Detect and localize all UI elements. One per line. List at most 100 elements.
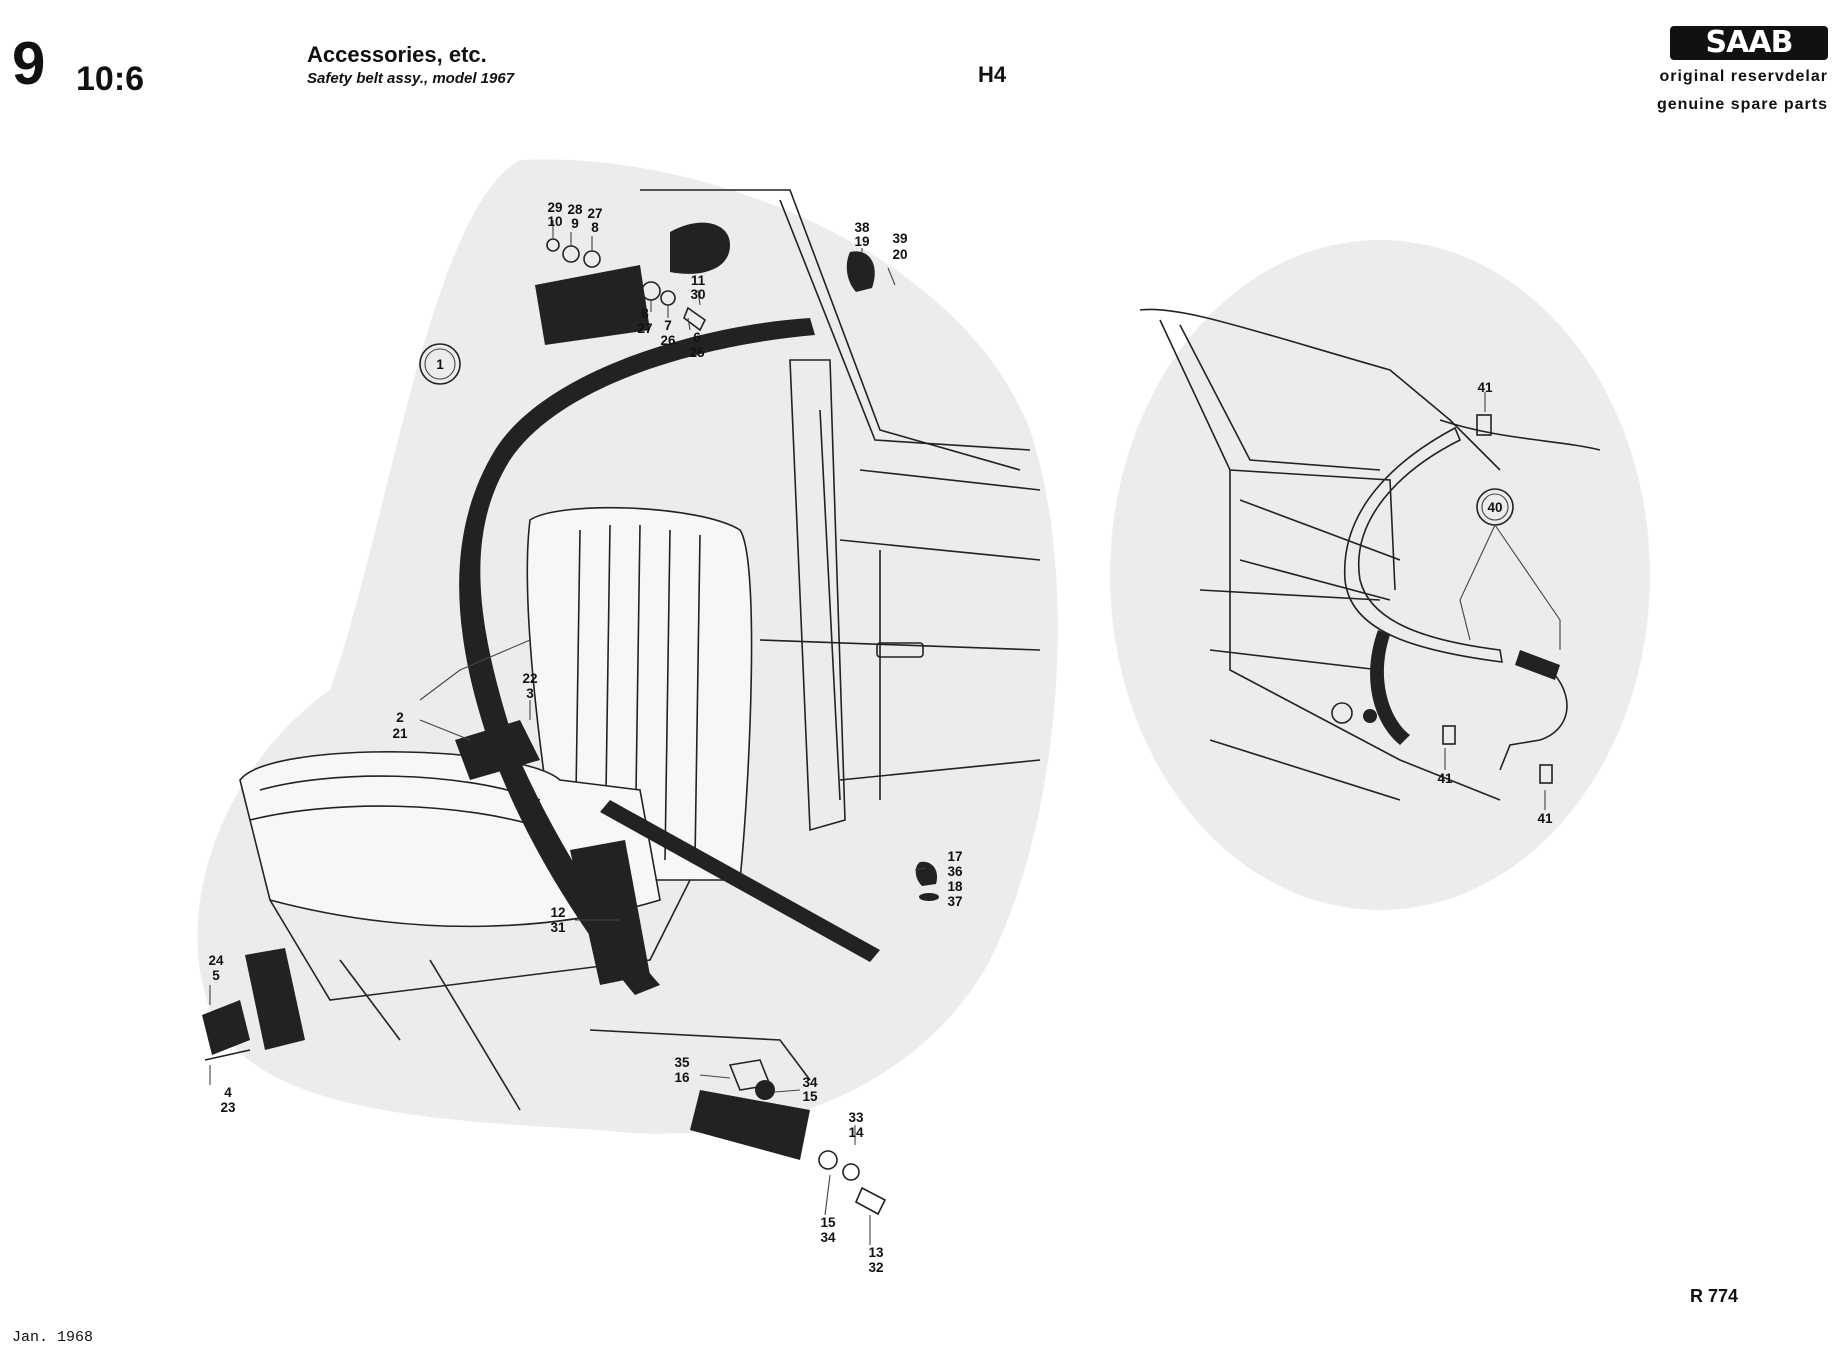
brand-logo: SAAB <box>1670 26 1828 60</box>
pillar-cover <box>846 251 875 292</box>
lap-belt <box>600 800 880 962</box>
floor-anchor-17 <box>915 861 938 886</box>
leader-lines <box>209 220 1546 1245</box>
svg-text:20: 20 <box>892 247 907 262</box>
page-subtitle: Safety belt assy., model 1967 <box>307 70 515 87</box>
svg-text:31: 31 <box>550 920 566 935</box>
page-title: Accessories, etc. <box>307 42 487 67</box>
reference-code: R 774 <box>1690 1286 1739 1306</box>
svg-text:4: 4 <box>224 1085 232 1100</box>
anchor-41-b <box>1442 725 1456 745</box>
seat-strap <box>455 720 540 780</box>
callout-41-c: 41 <box>1537 811 1553 826</box>
washer-15 <box>842 1163 860 1181</box>
svg-text:10: 10 <box>547 214 562 229</box>
svg-text:12: 12 <box>550 905 565 920</box>
view-marker-40-label: 40 <box>1487 500 1502 515</box>
svg-text:35: 35 <box>674 1055 690 1070</box>
callout-top-anchor-c: 278 <box>587 206 602 235</box>
svg-text:8: 8 <box>591 220 599 235</box>
car-body-outline <box>640 189 1041 801</box>
door-view-outline <box>1139 308 1601 801</box>
callout-top-anchor-g: 625 <box>689 330 705 360</box>
callout-tongue: 245 <box>208 953 224 983</box>
svg-text:22: 22 <box>522 671 537 686</box>
callout-belt: 221 <box>392 710 408 741</box>
washer-33 <box>818 1150 838 1170</box>
tagline-swedish: original reservdelar <box>1659 68 1828 85</box>
svg-text:34: 34 <box>820 1230 836 1245</box>
belt-webbing <box>459 318 815 995</box>
door-belt-buckle <box>1370 630 1410 745</box>
svg-text:18: 18 <box>947 879 963 894</box>
callout-top-anchor-b: 289 <box>567 202 583 231</box>
door-belt <box>1343 426 1503 663</box>
anchor-41-c <box>1539 764 1553 784</box>
pillar-trim <box>789 359 846 832</box>
svg-text:23: 23 <box>220 1100 236 1115</box>
svg-text:24: 24 <box>208 953 224 968</box>
svg-text:28: 28 <box>567 202 583 217</box>
seat <box>239 506 811 1111</box>
anchor-plate <box>535 265 650 345</box>
bolt-6 <box>683 306 707 332</box>
door-belt-lower <box>1499 674 1568 771</box>
anchor-cover <box>670 222 730 274</box>
svg-text:3: 3 <box>526 686 534 701</box>
svg-text:30: 30 <box>690 287 705 302</box>
svg-text:2: 2 <box>396 710 404 725</box>
svg-text:33: 33 <box>848 1110 864 1125</box>
svg-text:15: 15 <box>802 1089 818 1104</box>
svg-text:17: 17 <box>947 849 962 864</box>
svg-text:21: 21 <box>392 726 408 741</box>
tongue-24 <box>202 1000 250 1055</box>
tongue-4 <box>204 1049 251 1061</box>
issue-date: Jan. 1968 <box>12 1329 94 1346</box>
bolt-13 <box>854 1186 887 1216</box>
svg-text:34: 34 <box>802 1075 818 1090</box>
svg-text:13: 13 <box>868 1245 884 1260</box>
svg-text:7: 7 <box>664 318 672 333</box>
washer-18 <box>919 893 939 901</box>
anchor-41-a <box>1476 414 1492 436</box>
view-marker-1 <box>419 343 461 385</box>
door-belt-end <box>1515 650 1560 680</box>
svg-text:16: 16 <box>674 1070 690 1085</box>
floor-plate <box>690 1090 810 1160</box>
svg-text:32: 32 <box>868 1260 883 1275</box>
svg-text:37: 37 <box>947 894 962 909</box>
right-view-background <box>1110 240 1650 910</box>
svg-text:5: 5 <box>212 968 220 983</box>
tagline-english: genuine spare parts <box>1656 96 1828 113</box>
callout-41-b: 41 <box>1437 771 1453 786</box>
svg-text:27: 27 <box>587 206 602 221</box>
svg-text:25: 25 <box>689 345 705 360</box>
callout-41-a: 41 <box>1477 380 1493 395</box>
svg-text:6: 6 <box>693 330 701 345</box>
door-washer <box>1363 709 1377 723</box>
svg-text:39: 39 <box>892 231 907 246</box>
sheet-sub-number: 10:6 <box>76 60 145 98</box>
sheet-number: 9 <box>12 30 46 97</box>
svg-text:19: 19 <box>854 234 869 249</box>
callout-top-anchor-e: 827 <box>637 306 652 336</box>
door-handle <box>876 642 924 658</box>
svg-text:38: 38 <box>854 220 870 235</box>
buckle-housing <box>570 840 650 985</box>
washer-29 <box>546 238 560 252</box>
group-code: H4 <box>978 62 1007 87</box>
svg-text:26: 26 <box>660 333 676 348</box>
svg-text:14: 14 <box>848 1125 864 1140</box>
